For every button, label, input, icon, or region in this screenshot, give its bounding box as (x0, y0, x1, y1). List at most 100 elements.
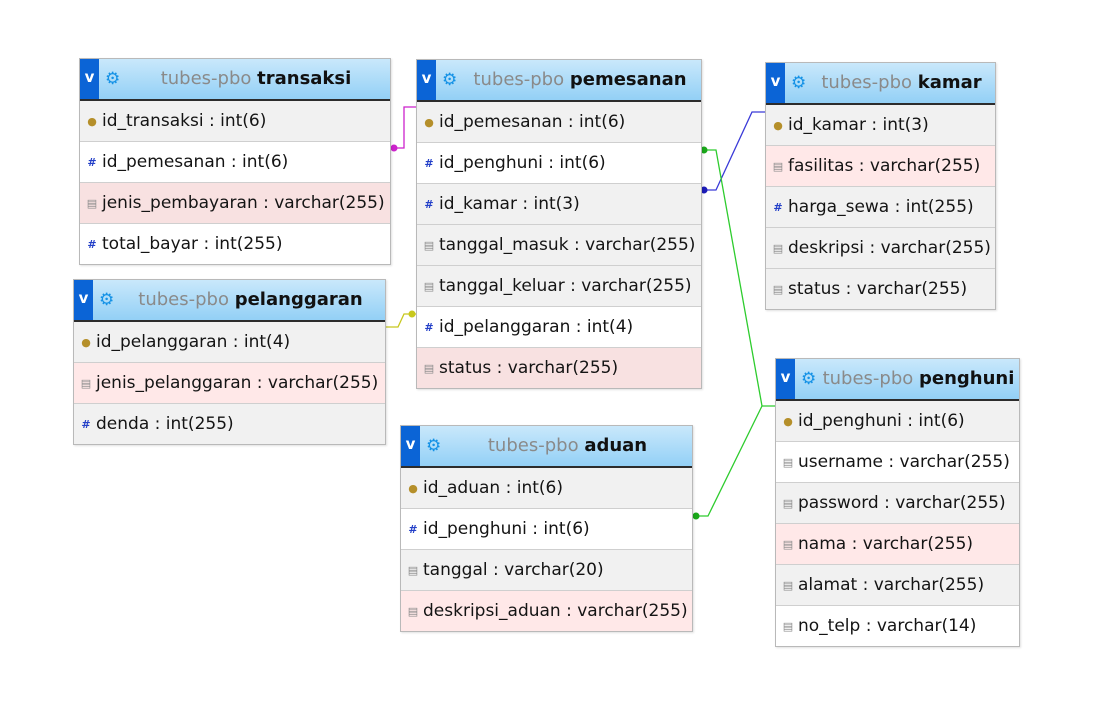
text-field-icon: ▤ (423, 238, 435, 252)
number-field-icon: # (81, 417, 91, 431)
field-row[interactable]: ●id_pemesanan : int(6) (417, 102, 701, 143)
field-row[interactable]: # total_bayar : int(255) (80, 224, 390, 264)
text-field-icon: ▤ (772, 159, 784, 173)
field-row[interactable]: ▤fasilitas : varchar(255) (766, 146, 995, 187)
collapse-toggle[interactable]: v (80, 59, 99, 99)
table-transaksi[interactable]: v ⚙ tubes-pbo transaksi ●id_transaksi : … (79, 58, 391, 265)
field-label: deskripsi : varchar(255) (788, 238, 991, 258)
database-name: tubes-pbo (487, 435, 579, 456)
number-field-icon: # (424, 197, 434, 211)
field-label: jenis_pelanggaran : varchar(255) (96, 373, 379, 393)
number-field-icon: # (408, 522, 418, 536)
collapse-toggle[interactable]: v (766, 63, 785, 103)
number-field-icon: # (424, 156, 434, 170)
field-row[interactable]: #id_pemesanan : int(6) (80, 142, 390, 183)
number-field-icon: # (87, 237, 97, 251)
field-label: id_kamar : int(3) (439, 194, 580, 214)
field-label: id_pelanggaran : int(4) (439, 317, 634, 337)
table-name: aduan (584, 435, 648, 456)
field-row[interactable]: ●id_kamar : int(3) (766, 105, 995, 146)
text-field-icon: ▤ (782, 578, 794, 592)
table-title: tubes-pbo pemesanan (463, 60, 697, 100)
table-name: pelanggaran (234, 289, 363, 310)
field-row[interactable]: ▤status : varchar(255) (766, 269, 995, 309)
relation-transaksi-pemesanan (390, 106, 416, 152)
collapse-toggle[interactable]: v (74, 280, 93, 320)
table-name: kamar (917, 72, 982, 93)
field-row[interactable]: ▤status : varchar(255) (417, 348, 701, 388)
database-name: tubes-pbo (160, 68, 252, 89)
gear-icon[interactable]: ⚙ (442, 70, 458, 90)
field-row[interactable]: # id_penghuni : int(6) (401, 509, 692, 550)
field-row[interactable]: ●id_aduan : int(6) (401, 468, 692, 509)
table-title: tubes-pbo penghuni (822, 359, 1015, 399)
field-row[interactable]: ▤password : varchar(255) (776, 483, 1019, 524)
gear-icon[interactable]: ⚙ (105, 69, 121, 89)
table-name: transaksi (257, 68, 352, 89)
field-row[interactable]: ▤ jenis_pelanggaran : varchar(255) (74, 363, 385, 404)
table-pemesanan[interactable]: v ⚙ tubes-pbo pemesanan ●id_pemesanan : … (416, 59, 702, 389)
field-label: id_penghuni : int(6) (798, 411, 965, 431)
field-label: nama : varchar(255) (798, 534, 974, 554)
text-field-icon: ▤ (782, 619, 794, 633)
field-row[interactable]: ▤ nama : varchar(255) (776, 524, 1019, 565)
key-icon: ● (408, 481, 418, 495)
field-label: id_kamar : int(3) (788, 115, 929, 135)
field-row[interactable]: ▤ deskripsi : varchar(255) (766, 228, 995, 269)
field-label: denda : int(255) (96, 414, 234, 434)
relation-aduan-penghuni (692, 405, 763, 520)
collapse-toggle[interactable]: v (776, 359, 795, 399)
text-field-icon: ▤ (782, 537, 794, 551)
field-label: total_bayar : int(255) (102, 234, 283, 254)
field-row[interactable]: ▤tanggal : varchar(20) (401, 550, 692, 591)
text-field-icon: ▤ (772, 282, 784, 296)
text-field-icon: ▤ (423, 279, 435, 293)
collapse-toggle[interactable]: v (417, 60, 436, 100)
relation-pemesanan-pelanggaran (385, 310, 416, 328)
table-header: v ⚙ tubes-pbo kamar (766, 63, 995, 105)
field-row[interactable]: ▤alamat : varchar(255) (776, 565, 1019, 606)
collapse-toggle[interactable]: v (401, 426, 420, 466)
field-row[interactable]: ▤jenis_pembayaran : varchar(255) (80, 183, 390, 224)
field-row[interactable]: ●id_transaksi : int(6) (80, 101, 390, 142)
table-pelanggaran[interactable]: v ⚙ tubes-pbo pelanggaran ●id_pelanggara… (73, 279, 386, 445)
number-field-icon: # (424, 320, 434, 334)
gear-icon[interactable]: ⚙ (99, 290, 115, 310)
relation-pemesanan-penghuni (700, 146, 775, 407)
table-header: v ⚙ tubes-pbo penghuni (776, 359, 1019, 401)
key-icon: ● (87, 114, 97, 128)
table-title: tubes-pbo pelanggaran (120, 280, 381, 320)
field-row[interactable]: ▤ no_telp : varchar(14) (776, 606, 1019, 646)
field-row[interactable]: #harga_sewa : int(255) (766, 187, 995, 228)
database-name: tubes-pbo (138, 289, 229, 310)
field-row[interactable]: ▤deskripsi_aduan : varchar(255) (401, 591, 692, 631)
gear-icon[interactable]: ⚙ (801, 369, 817, 389)
field-row[interactable]: # denda : int(255) (74, 404, 385, 444)
field-label: id_penghuni : int(6) (423, 519, 590, 539)
text-field-icon: ▤ (782, 496, 794, 510)
field-row[interactable]: # id_pelanggaran : int(4) (417, 307, 701, 348)
field-row[interactable]: #id_penghuni : int(6) (417, 143, 701, 184)
text-field-icon: ▤ (80, 376, 92, 390)
field-row[interactable]: ●id_penghuni : int(6) (776, 401, 1019, 442)
field-row[interactable]: ▤username : varchar(255) (776, 442, 1019, 483)
field-row[interactable]: ●id_pelanggaran : int(4) (74, 322, 385, 363)
field-row[interactable]: ▤tanggal_keluar : varchar(255) (417, 266, 701, 307)
field-label: no_telp : varchar(14) (798, 616, 977, 636)
text-field-icon: ▤ (772, 241, 784, 255)
table-aduan[interactable]: v ⚙ tubes-pbo aduan ●id_aduan : int(6) #… (400, 425, 693, 632)
field-label: id_pelanggaran : int(4) (96, 332, 291, 352)
field-row[interactable]: # id_kamar : int(3) (417, 184, 701, 225)
field-label: harga_sewa : int(255) (788, 197, 974, 217)
table-name: penghuni (919, 368, 1015, 389)
field-label: tanggal : varchar(20) (423, 560, 604, 580)
text-field-icon: ▤ (423, 361, 435, 375)
gear-icon[interactable]: ⚙ (791, 73, 807, 93)
field-label: username : varchar(255) (798, 452, 1010, 472)
table-penghuni[interactable]: v ⚙ tubes-pbo penghuni ●id_penghuni : in… (775, 358, 1020, 647)
field-row[interactable]: ▤tanggal_masuk : varchar(255) (417, 225, 701, 266)
gear-icon[interactable]: ⚙ (426, 436, 442, 456)
table-kamar[interactable]: v ⚙ tubes-pbo kamar ●id_kamar : int(3) ▤… (765, 62, 996, 310)
field-label: jenis_pembayaran : varchar(255) (102, 193, 385, 213)
